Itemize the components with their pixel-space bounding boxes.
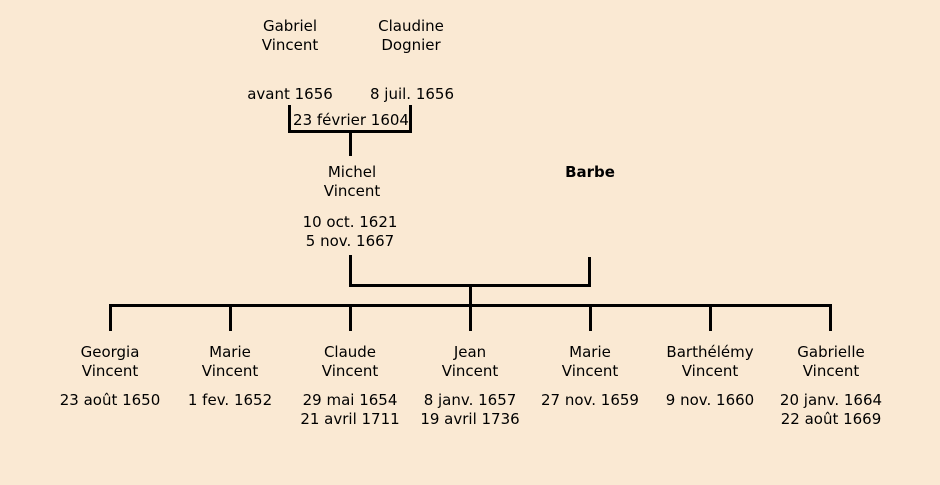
person-first-name: Marie xyxy=(209,343,251,361)
person-first-name: Claudine xyxy=(378,17,444,35)
person-dates: 9 nov. 1660 xyxy=(666,391,754,410)
person-last-name: Vincent xyxy=(802,362,860,380)
person-birth-date: 10 oct. 1621 xyxy=(302,213,398,231)
person-birth-date: 27 nov. 1659 xyxy=(541,391,639,409)
person-last-name: Vincent xyxy=(441,362,499,380)
sibling-line xyxy=(109,304,832,307)
person-date-claudine: 8 juil. 1656 xyxy=(369,85,455,103)
person-last-name: Vincent xyxy=(201,362,259,380)
child-tick-line xyxy=(469,307,472,331)
person-node-barthelemy-vincent[interactable]: Barthélémy Vincent xyxy=(666,343,753,381)
marriage-descent-line xyxy=(349,133,352,156)
person-death-date: 19 avril 1736 xyxy=(420,410,520,428)
person-dates-michel: 10 oct. 1621 5 nov. 1667 xyxy=(303,213,398,251)
child-tick-line xyxy=(229,307,232,331)
person-node-jean-vincent[interactable]: Jean Vincent xyxy=(442,343,498,381)
person-birth-date: 23 août 1650 xyxy=(59,391,161,409)
michel-descent-line xyxy=(349,255,352,287)
person-first-name: Barthélémy xyxy=(666,343,754,361)
person-death-date: 22 août 1669 xyxy=(780,410,882,428)
person-node-barbe[interactable]: Barbe xyxy=(565,163,615,181)
person-death-date: 21 avril 1711 xyxy=(300,410,400,428)
person-last-name: Vincent xyxy=(561,362,619,380)
person-first-name: Jean xyxy=(453,343,487,361)
child-tick-line xyxy=(589,307,592,331)
person-dates: 29 mai 1654 21 avril 1711 xyxy=(300,391,399,429)
person-birth-date: 1 fev. 1652 xyxy=(187,391,273,409)
person-dates: 1 fev. 1652 xyxy=(188,391,272,410)
person-dates: 8 janv. 1657 19 avril 1736 xyxy=(420,391,519,429)
person-node-michel-vincent[interactable]: Michel Vincent xyxy=(324,163,380,201)
person-node-gabriel-vincent[interactable]: Gabriel Vincent xyxy=(262,17,318,55)
person-last-name: Vincent xyxy=(261,36,319,54)
person-node-claude-vincent[interactable]: Claude Vincent xyxy=(322,343,378,381)
child-tick-line xyxy=(709,307,712,331)
person-last-name: Vincent xyxy=(81,362,139,380)
person-first-name: Michel xyxy=(327,163,377,181)
marriage-bracket-left-line xyxy=(288,105,291,133)
person-node-georgia-vincent[interactable]: Georgia Vincent xyxy=(81,343,140,381)
marriage-bracket-bottom-line xyxy=(288,130,412,133)
person-last-name: Vincent xyxy=(681,362,739,380)
barbe-descent-line xyxy=(588,257,591,287)
person-dates: 23 août 1650 xyxy=(60,391,161,410)
person-first-name: Marie xyxy=(569,343,611,361)
couple-to-children-line xyxy=(469,287,472,306)
marriage-bracket-right-line xyxy=(409,105,412,133)
person-node-claudine-dognier[interactable]: Claudine Dognier xyxy=(378,17,444,55)
person-dates: 20 janv. 1664 22 août 1669 xyxy=(780,391,882,429)
marriage-date: 23 février 1604 xyxy=(293,111,409,129)
child-tick-line xyxy=(829,307,832,331)
person-first-name: Gabriel xyxy=(262,17,318,35)
person-node-marie-vincent-2[interactable]: Marie Vincent xyxy=(562,343,618,381)
person-last-name: Vincent xyxy=(321,362,379,380)
person-first-name: Georgia xyxy=(80,343,140,361)
person-last-name: Dognier xyxy=(381,36,441,54)
person-birth-date: 9 nov. 1660 xyxy=(665,391,755,409)
person-first-name: Claude xyxy=(323,343,377,361)
person-death-date: 5 nov. 1667 xyxy=(305,232,395,250)
person-birth-date: 8 janv. 1657 xyxy=(423,391,517,409)
person-date-gabriel: avant 1656 xyxy=(247,85,333,103)
person-birth-date: 20 janv. 1664 xyxy=(779,391,883,409)
person-first-name: Gabrielle xyxy=(797,343,865,361)
person-last-name: Vincent xyxy=(323,182,381,200)
person-node-gabrielle-vincent[interactable]: Gabrielle Vincent xyxy=(797,343,864,381)
person-dates: 27 nov. 1659 xyxy=(541,391,639,410)
child-tick-line xyxy=(349,307,352,331)
person-node-marie-vincent-1[interactable]: Marie Vincent xyxy=(202,343,258,381)
person-birth-date: 29 mai 1654 xyxy=(302,391,398,409)
couple-line xyxy=(349,284,591,287)
child-tick-line xyxy=(109,307,112,331)
